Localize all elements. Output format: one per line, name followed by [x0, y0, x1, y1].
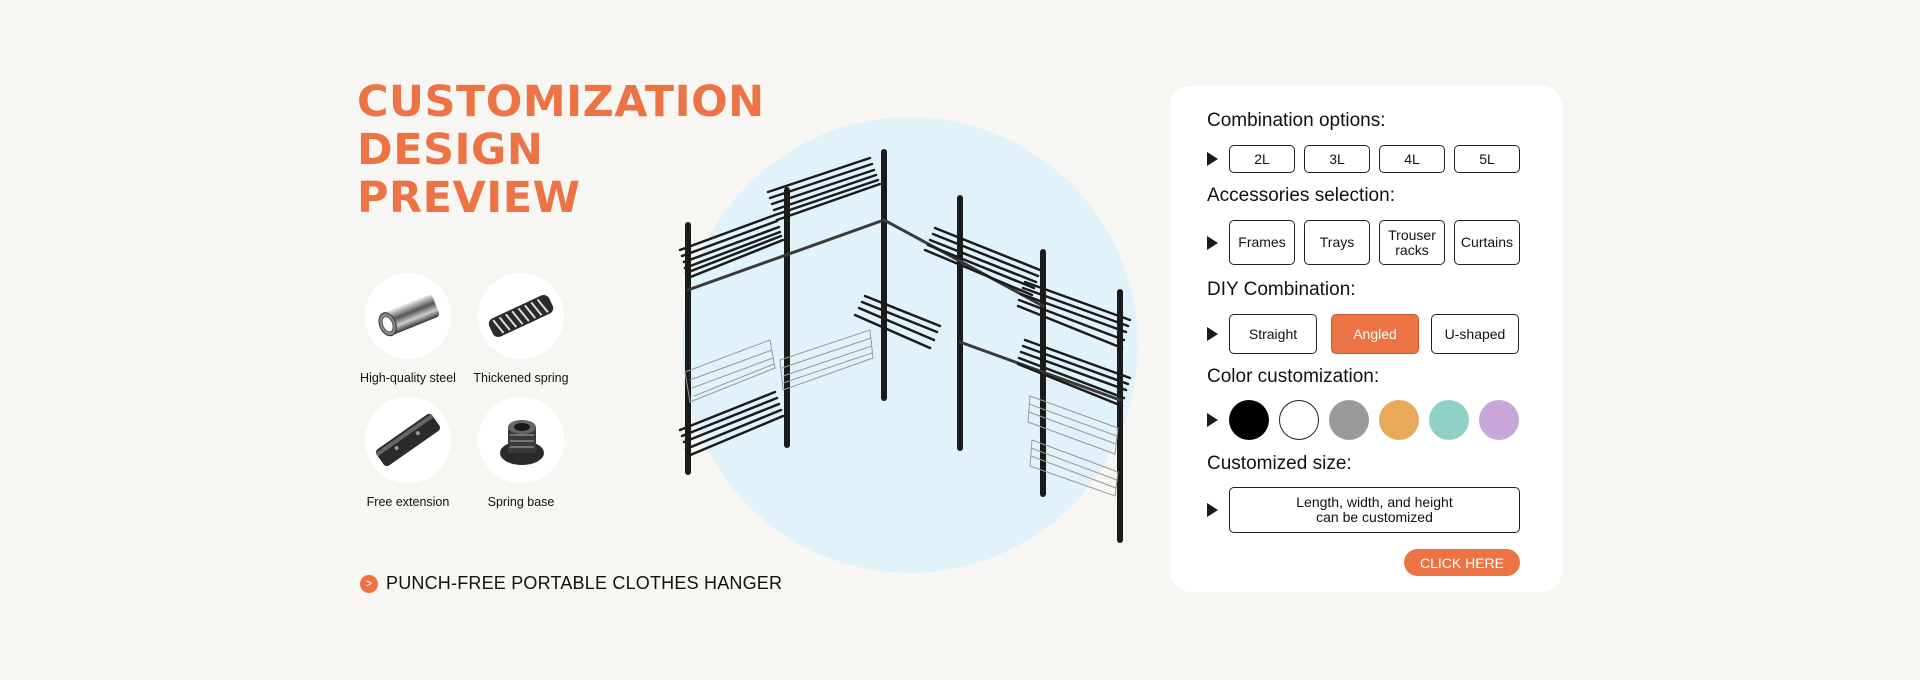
option-frames[interactable]: Frames [1229, 220, 1295, 265]
feature-spring: Thickened spring [451, 273, 591, 385]
customization-panel: Combination options: 2L 3L 4L 5L Accesso… [1170, 86, 1562, 592]
size-text-line-2: can be customized [1316, 509, 1433, 525]
color-swatches [1207, 400, 1519, 440]
title-line-3: PREVIEW [357, 173, 581, 223]
play-triangle-icon [1207, 235, 1218, 250]
feature-label: High-quality steel [360, 371, 456, 385]
play-triangle-icon [1207, 413, 1218, 427]
product-illustration [660, 110, 1160, 580]
swatch-lavender[interactable] [1479, 400, 1519, 440]
feature-label: Spring base [487, 495, 555, 509]
color-title: Color customization: [1207, 366, 1380, 387]
size-custom-box[interactable]: Length, width, and height can be customi… [1229, 487, 1520, 533]
option-2l[interactable]: 2L [1229, 145, 1295, 173]
diy-options: Straight Angled U-shaped [1207, 314, 1528, 354]
size-row: Length, width, and height can be customi… [1207, 487, 1529, 533]
play-triangle-icon [1207, 152, 1218, 166]
title-line-1: CUSTOMIZATION [357, 77, 765, 127]
feature-label: Thickened spring [473, 371, 569, 385]
extension-tube-icon [365, 397, 451, 483]
swatch-white[interactable] [1279, 400, 1319, 440]
tagline: > PUNCH-FREE PORTABLE CLOTHES HANGER [360, 573, 782, 594]
combination-options: 2L 3L 4L 5L [1207, 145, 1529, 173]
swatch-teal[interactable] [1429, 400, 1469, 440]
swatch-gray[interactable] [1329, 400, 1369, 440]
option-u-shaped[interactable]: U-shaped [1431, 314, 1519, 354]
size-title: Customized size: [1207, 453, 1352, 474]
diy-title: DIY Combination: [1207, 279, 1356, 300]
feature-extension: Free extension [338, 397, 478, 509]
option-trouser-racks[interactable]: Trouser racks [1379, 220, 1445, 265]
tagline-text: PUNCH-FREE PORTABLE CLOTHES HANGER [386, 573, 783, 593]
swatch-orange[interactable] [1379, 400, 1419, 440]
spring-icon [478, 273, 564, 359]
steel-tube-icon [365, 273, 451, 359]
accessories-options: Frames Trays Trouser racks Curtains [1207, 220, 1529, 265]
feature-base: Spring base [451, 397, 591, 509]
swatch-black[interactable] [1229, 400, 1269, 440]
title-line-2: DESIGN [357, 125, 544, 175]
clothes-rack-illustration [678, 117, 1138, 573]
feature-label: Free extension [366, 495, 450, 509]
option-curtains[interactable]: Curtains [1454, 220, 1520, 265]
click-here-button[interactable]: CLICK HERE [1404, 549, 1520, 576]
option-trays[interactable]: Trays [1304, 220, 1370, 265]
page-title: CUSTOMIZATION DESIGN PREVIEW [357, 78, 765, 222]
option-3l[interactable]: 3L [1304, 145, 1370, 173]
size-text-line-1: Length, width, and height [1296, 494, 1453, 510]
option-angled[interactable]: Angled [1331, 314, 1419, 354]
play-triangle-icon [1207, 503, 1218, 517]
feature-steel: High-quality steel [338, 273, 478, 385]
option-straight[interactable]: Straight [1229, 314, 1317, 354]
chevron-right-icon: > [360, 574, 378, 593]
option-4l[interactable]: 4L [1379, 145, 1445, 173]
spring-base-icon [478, 397, 564, 483]
combination-title: Combination options: [1207, 110, 1386, 131]
play-triangle-icon [1207, 327, 1218, 341]
accessories-title: Accessories selection: [1207, 185, 1395, 206]
option-5l[interactable]: 5L [1454, 145, 1520, 173]
